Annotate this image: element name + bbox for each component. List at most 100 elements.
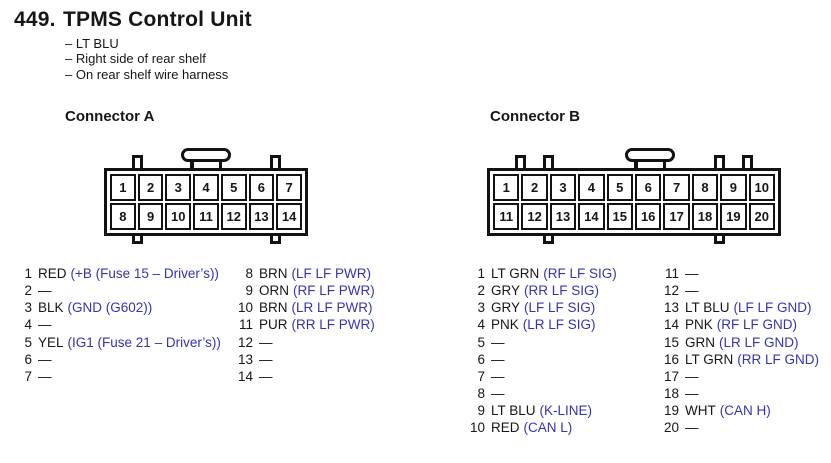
latch-icon xyxy=(625,148,675,169)
pin-cell: 16 xyxy=(634,203,662,230)
latch-cap-icon xyxy=(625,148,675,162)
wire-function: (GND (G602)) xyxy=(67,300,153,316)
wire-color: RED xyxy=(491,420,520,436)
wire-color: — xyxy=(38,317,52,333)
pin-number: 6 xyxy=(477,351,485,367)
pin-number: 7 xyxy=(24,368,32,384)
pin-row: 6— xyxy=(14,351,221,368)
note-line: – On rear shelf wire harness xyxy=(65,66,229,82)
wire-color: LT BLU xyxy=(685,300,730,316)
wire-color: BRN xyxy=(259,266,288,281)
latch-leg-icon xyxy=(662,160,666,169)
pin-number: 12 xyxy=(663,283,679,299)
wire-color: LT GRN xyxy=(685,351,734,367)
pin-row: 8— xyxy=(467,385,617,402)
pin-row: 12 — xyxy=(661,282,819,299)
pin-cell: 4 xyxy=(193,174,219,201)
wire-color: — xyxy=(259,368,273,384)
pin-row: 11— xyxy=(661,265,819,282)
wire-function: (IG1 (Fuse 21 – Driver’s)) xyxy=(67,334,221,350)
pin-cell: 7 xyxy=(663,174,690,201)
pin-number: 10 xyxy=(469,420,485,436)
wire-function: (RR LF SIG) xyxy=(524,283,600,299)
pin-row: 9 ORN(RF LF PWR) xyxy=(235,282,375,299)
pin-row: 1 LT GRN(RF LF SIG) xyxy=(467,265,617,282)
wire-color: — xyxy=(685,368,699,384)
pin-number: 2 xyxy=(477,283,485,299)
pin-cell: 9 xyxy=(137,203,164,230)
pin-cell: 2 xyxy=(521,174,548,201)
pin-cell: 11 xyxy=(493,203,520,230)
wire-color: — xyxy=(685,283,699,299)
latch-leg-icon xyxy=(634,160,638,169)
wire-color: — xyxy=(491,334,505,350)
pin-cell: 10 xyxy=(165,203,192,230)
wire-function: (RF LF SIG) xyxy=(543,266,617,281)
wire-function: (RF LF PWR) xyxy=(293,283,375,299)
pin-number: 12 xyxy=(237,334,253,350)
pin-number: 9 xyxy=(245,283,253,299)
pin-cell: 11 xyxy=(193,203,219,230)
pin-cell: 4 xyxy=(578,174,605,201)
pin-number: 14 xyxy=(663,317,679,333)
wire-color: — xyxy=(259,351,273,367)
pin-number: 13 xyxy=(663,300,679,316)
wire-color: ORN xyxy=(259,283,289,299)
wire-color: — xyxy=(38,351,52,367)
pin-number: 7 xyxy=(477,368,485,384)
pin-cell: 10 xyxy=(748,174,775,201)
pin-number: 6 xyxy=(24,351,32,367)
pin-cell: 7 xyxy=(276,174,302,201)
pin-row: 20— xyxy=(661,419,819,436)
wire-color: — xyxy=(491,368,505,384)
latch-leg-icon xyxy=(218,160,222,169)
wire-color: — xyxy=(491,351,505,367)
wire-color: LT GRN xyxy=(491,266,540,281)
wire-function: (CAN H) xyxy=(719,403,771,419)
wire-color: WHT xyxy=(685,403,716,419)
pin-number: 11 xyxy=(238,317,253,333)
latch-leg-icon xyxy=(190,160,194,169)
wire-color: — xyxy=(259,334,273,350)
wire-function: (LR LF GND) xyxy=(719,334,799,350)
pin-cell: 5 xyxy=(606,174,633,201)
pin-row: 4— xyxy=(14,316,221,333)
pin-number: 1 xyxy=(24,266,32,281)
pin-cell: 19 xyxy=(720,203,747,230)
notes-list: – LT BLU– Right side of rear shelf– On r… xyxy=(65,36,228,82)
connector-b-label: Connector B xyxy=(490,108,580,125)
wire-color: RED xyxy=(38,266,67,281)
wire-function: (LR LF PWR) xyxy=(291,300,373,316)
wire-color: PUR xyxy=(259,317,288,333)
pin-cell: 17 xyxy=(663,203,690,230)
pin-number: 1 xyxy=(477,266,485,281)
wire-color: PNK xyxy=(685,317,713,333)
pin-number: 11 xyxy=(664,266,679,281)
wire-color: LT BLU xyxy=(491,403,536,419)
pin-number: 4 xyxy=(24,317,32,333)
pin-number: 3 xyxy=(24,300,32,316)
pin-number: 9 xyxy=(477,403,485,419)
pin-row: 12 — xyxy=(235,334,375,351)
wire-color: — xyxy=(491,386,505,402)
note-line: – Right side of rear shelf xyxy=(65,51,206,67)
wire-function: (LF LF PWR) xyxy=(291,266,372,281)
wire-function: (K-LINE) xyxy=(539,403,593,419)
pin-cell: 1 xyxy=(493,174,520,201)
pin-cell: 12 xyxy=(220,203,247,230)
wire-color: — xyxy=(38,368,52,384)
pin-cell: 5 xyxy=(220,174,247,201)
pin-number: 18 xyxy=(663,386,679,402)
pin-number: 3 xyxy=(477,300,485,316)
